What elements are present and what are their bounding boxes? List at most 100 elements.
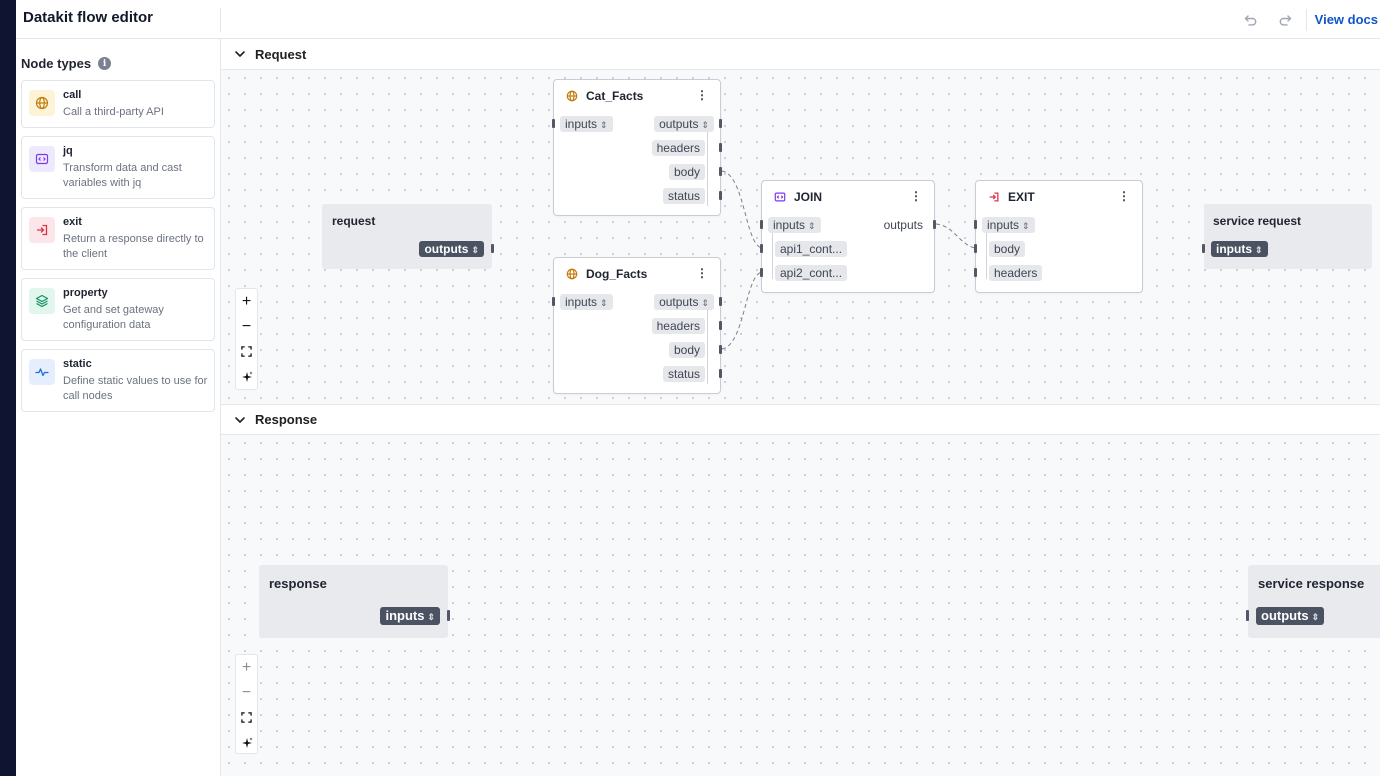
inputs-tag[interactable]: inputs⇕ bbox=[982, 217, 1035, 233]
status-field: status bbox=[662, 188, 705, 204]
fit-view-button[interactable] bbox=[236, 339, 257, 364]
headers-field: headers bbox=[651, 318, 705, 334]
output-port[interactable] bbox=[719, 191, 722, 200]
more-menu-icon[interactable]: ⋮ bbox=[696, 88, 708, 102]
redo-button[interactable] bbox=[1268, 6, 1302, 34]
fit-view-button[interactable] bbox=[236, 705, 257, 730]
tree-line bbox=[707, 310, 708, 384]
response-node[interactable]: response inputs⇕ bbox=[259, 565, 450, 638]
output-port[interactable] bbox=[491, 244, 494, 253]
undo-icon bbox=[1244, 14, 1256, 26]
outputs-tag[interactable]: outputs⇕ bbox=[654, 294, 714, 310]
input-port[interactable] bbox=[760, 268, 763, 277]
more-menu-icon[interactable]: ⋮ bbox=[910, 189, 922, 203]
response-section-header[interactable]: Response bbox=[221, 404, 1380, 435]
status-field: status bbox=[662, 366, 705, 382]
zoom-out-button[interactable]: − bbox=[241, 683, 252, 701]
node-type-desc: Define static values to use for call nod… bbox=[63, 375, 208, 402]
output-port[interactable] bbox=[719, 167, 722, 176]
node-title: Cat_Facts bbox=[566, 89, 643, 103]
outputs-tag[interactable]: outputs⇕ bbox=[419, 241, 484, 257]
input-port[interactable] bbox=[974, 268, 977, 277]
sort-caret-icon: ⇕ bbox=[701, 120, 709, 130]
chevron-down-icon bbox=[235, 416, 245, 423]
sidebar-heading: Node types i bbox=[21, 56, 112, 71]
request-node[interactable]: request outputs⇕ bbox=[322, 204, 494, 269]
api1-field: api1_cont... bbox=[775, 241, 848, 257]
input-port[interactable] bbox=[974, 244, 977, 253]
node-type-property[interactable]: property Get and set gateway configurati… bbox=[21, 278, 215, 341]
outputs-tag[interactable]: outputs⇕ bbox=[654, 116, 714, 132]
output-port[interactable] bbox=[719, 119, 722, 128]
tag-label: inputs bbox=[565, 295, 598, 309]
node-type-name: jq bbox=[63, 145, 73, 157]
input-port[interactable] bbox=[1246, 610, 1249, 621]
output-port[interactable] bbox=[719, 345, 722, 354]
zoom-in-button[interactable]: + bbox=[241, 658, 252, 676]
output-port[interactable] bbox=[933, 220, 936, 229]
pulse-icon bbox=[29, 359, 55, 385]
zoom-out-button[interactable]: − bbox=[241, 317, 252, 335]
input-port[interactable] bbox=[1202, 244, 1205, 253]
inputs-tag[interactable]: inputs⇕ bbox=[380, 607, 440, 625]
top-bar: Datakit flow editor View docs bbox=[16, 0, 1380, 39]
request-section-label: Request bbox=[255, 46, 307, 62]
outputs-tag[interactable]: outputs⇕ bbox=[1256, 607, 1325, 625]
sidebar-heading-label: Node types bbox=[21, 56, 92, 71]
node-title: EXIT bbox=[988, 190, 1035, 204]
globe-icon bbox=[566, 268, 578, 280]
output-port[interactable] bbox=[719, 297, 722, 306]
sort-caret-icon: ⇕ bbox=[427, 612, 435, 622]
exit-icon bbox=[989, 192, 999, 202]
tag-label: inputs bbox=[987, 218, 1020, 232]
sort-caret-icon: ⇕ bbox=[1255, 245, 1263, 255]
inputs-tag[interactable]: inputs⇕ bbox=[1211, 241, 1268, 257]
request-section-header[interactable]: Request bbox=[221, 39, 1380, 70]
output-port[interactable] bbox=[719, 143, 722, 152]
app-title: Datakit flow editor bbox=[23, 9, 154, 26]
output-port[interactable] bbox=[719, 321, 722, 330]
redo-icon bbox=[1279, 14, 1291, 26]
api2-field: api2_cont... bbox=[775, 265, 848, 281]
view-docs-link[interactable]: View docs bbox=[1314, 12, 1378, 27]
zoom-in-button[interactable]: + bbox=[241, 292, 252, 310]
auto-layout-button[interactable] bbox=[236, 364, 257, 389]
node-type-call[interactable]: call Call a third-party API bbox=[21, 80, 215, 128]
input-port[interactable] bbox=[552, 119, 555, 128]
tag-label: outputs bbox=[1261, 608, 1309, 623]
node-type-name: property bbox=[63, 287, 108, 299]
input-port[interactable] bbox=[552, 297, 555, 306]
inputs-tag[interactable]: inputs⇕ bbox=[768, 217, 821, 233]
globe-icon bbox=[29, 90, 55, 116]
node-type-static[interactable]: static Define static values to use for c… bbox=[21, 349, 215, 412]
dog-facts-node[interactable]: Dog_Facts ⋮ inputs⇕ outputs⇕ headers bod… bbox=[552, 257, 722, 394]
node-title: request bbox=[332, 214, 376, 228]
service-response-node[interactable]: service response outputs⇕ bbox=[1246, 565, 1380, 638]
output-port[interactable] bbox=[447, 610, 450, 621]
exit-icon bbox=[29, 217, 55, 243]
tag-label: inputs bbox=[385, 608, 425, 623]
chevron-down-icon bbox=[235, 51, 245, 57]
info-icon[interactable]: i bbox=[98, 57, 112, 70]
input-port[interactable] bbox=[760, 244, 763, 253]
inputs-tag[interactable]: inputs⇕ bbox=[560, 294, 613, 310]
node-type-jq[interactable]: jq Transform data and cast variables wit… bbox=[21, 136, 215, 199]
tree-line bbox=[772, 233, 773, 279]
auto-layout-button[interactable] bbox=[236, 730, 257, 755]
exit-node[interactable]: EXIT ⋮ inputs⇕ body headers bbox=[974, 180, 1143, 293]
join-node[interactable]: JOIN ⋮ inputs⇕ outputs api1_cont... api2… bbox=[760, 180, 936, 293]
tag-label: outputs bbox=[659, 295, 699, 309]
undo-button[interactable] bbox=[1234, 6, 1268, 34]
more-menu-icon[interactable]: ⋮ bbox=[1118, 189, 1130, 203]
sort-caret-icon: ⇕ bbox=[600, 120, 608, 130]
inputs-tag[interactable]: inputs⇕ bbox=[560, 116, 613, 132]
input-port[interactable] bbox=[974, 220, 977, 229]
node-type-exit[interactable]: exit Return a response directly to the c… bbox=[21, 207, 215, 270]
service-request-node[interactable]: service request inputs⇕ bbox=[1202, 204, 1372, 269]
output-port[interactable] bbox=[719, 369, 722, 378]
cat-facts-node[interactable]: Cat_Facts ⋮ inputs⇕ outputs⇕ headers bod… bbox=[552, 79, 722, 216]
node-type-name: exit bbox=[63, 216, 82, 228]
input-port[interactable] bbox=[760, 220, 763, 229]
sparkle-icon bbox=[241, 737, 252, 748]
more-menu-icon[interactable]: ⋮ bbox=[696, 266, 708, 280]
